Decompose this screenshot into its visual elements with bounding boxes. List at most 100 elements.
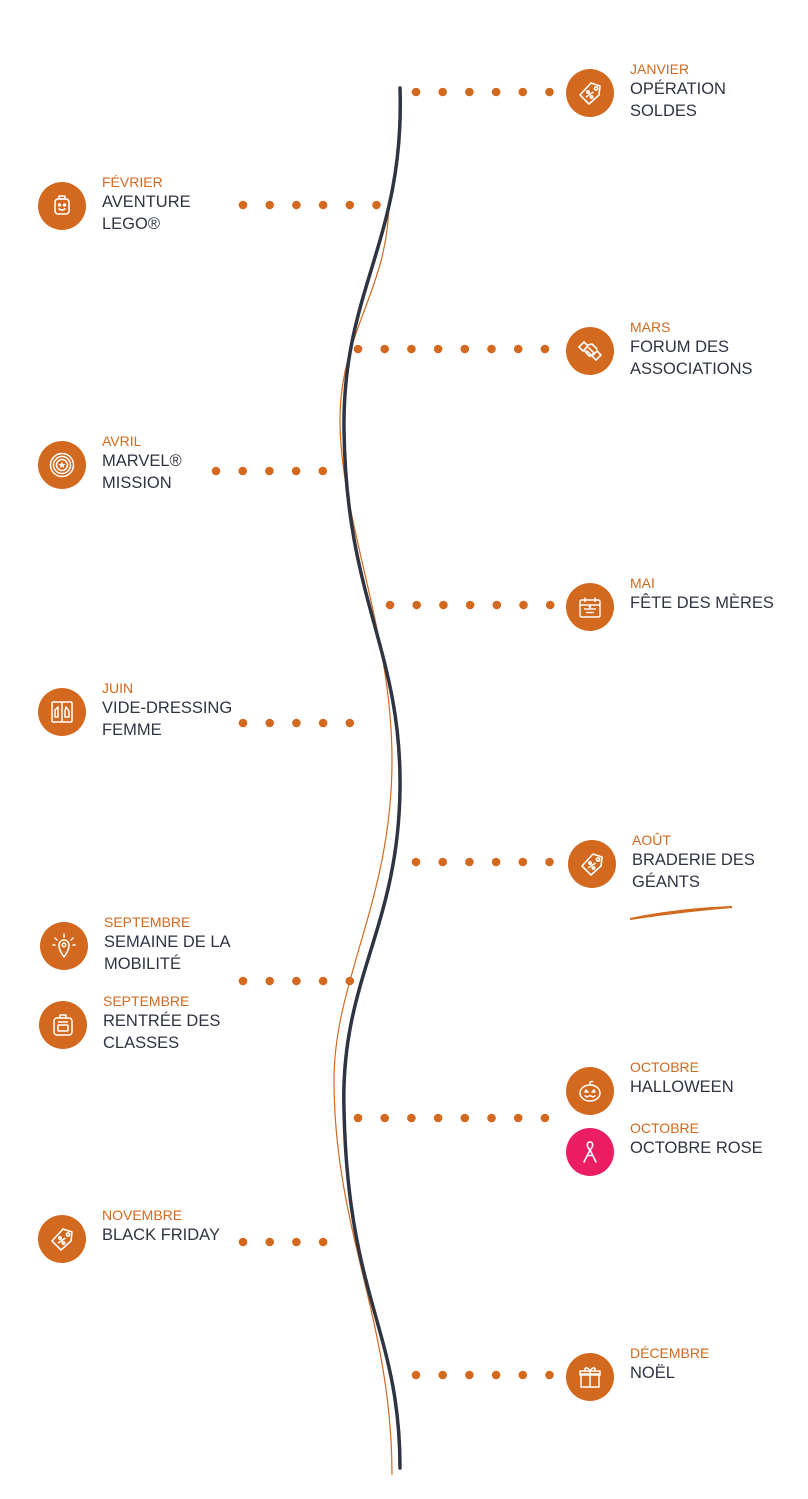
connector-dot (411, 87, 421, 97)
connector-dot (545, 1370, 554, 1380)
connector-dot (487, 1113, 496, 1123)
connector-dot (238, 200, 248, 210)
connector-dot (407, 344, 416, 354)
event-month: JANVIER (630, 61, 690, 77)
event-title: HALLOWEEN (630, 1078, 734, 1096)
connector-dot (345, 976, 355, 986)
event-month: OCTOBRE (630, 1120, 699, 1136)
event-month: FÉVRIER (102, 174, 163, 190)
gift-icon (566, 1353, 614, 1401)
event-month: SEPTEMBRE (104, 914, 191, 930)
connector-dot (433, 1113, 443, 1123)
price-tag-icon (568, 840, 616, 888)
event-title: MARVEL®MISSION (102, 452, 182, 492)
connector-dot (238, 466, 247, 476)
connector-dot (345, 718, 355, 728)
connector-dot (465, 857, 474, 867)
connector-dot (292, 200, 301, 210)
connector-dot (545, 87, 554, 97)
connector-dot (411, 857, 421, 867)
connector-dot (518, 1370, 528, 1380)
event-novembre: NOVEMBRE BLACK FRIDAY (38, 1207, 220, 1263)
connector-dot (265, 718, 275, 728)
connector-dot (438, 857, 448, 867)
lego-head-icon (38, 182, 86, 230)
connector-dot (513, 1113, 523, 1123)
connector-dot (380, 1113, 390, 1123)
event-month: NOVEMBRE (102, 1207, 183, 1223)
connector-dot (292, 976, 301, 986)
connector-dot (465, 1370, 474, 1380)
school-bag-icon (39, 1001, 87, 1049)
connector-dot (318, 200, 328, 210)
connector-dot (465, 600, 475, 610)
event-octobre-halloween: OCTOBRE HALLOWEEN (566, 1059, 734, 1115)
connector-dot (492, 600, 502, 610)
connector-dot (385, 600, 395, 610)
connector-dot (238, 718, 248, 728)
connector-dot (491, 857, 501, 867)
pink-ribbon-icon (566, 1128, 614, 1176)
price-tag-icon (38, 1215, 86, 1263)
connector-dot (519, 600, 528, 610)
event-month: AOÛT (632, 832, 671, 848)
brush-underline (630, 906, 732, 920)
shield-star-icon (38, 441, 86, 489)
connector-dot (292, 718, 301, 728)
event-month: DÉCEMBRE (630, 1345, 710, 1361)
pumpkin-icon (566, 1067, 614, 1115)
connector-dot (460, 344, 470, 354)
connector-dot (518, 857, 528, 867)
connector-dot (540, 1113, 550, 1123)
event-title: NOËL (630, 1364, 675, 1382)
event-month: MAI (630, 575, 655, 591)
connector-dot (407, 1113, 416, 1123)
connector-dot (265, 976, 275, 986)
connector-dot (465, 87, 474, 97)
connector-dot (372, 200, 381, 210)
event-month: OCTOBRE (630, 1059, 699, 1075)
connector-dot (518, 87, 528, 97)
event-month: SEPTEMBRE (103, 993, 190, 1009)
connector-dot (318, 976, 328, 986)
timeline-curve (342, 86, 403, 1470)
connector-dot (513, 344, 523, 354)
connector-dot (353, 1113, 363, 1123)
connector-dot (292, 1237, 301, 1247)
orange-curve (333, 199, 393, 1476)
event-title: BLACK FRIDAY (102, 1226, 220, 1244)
location-pin-icon (40, 922, 88, 970)
connector-dot (438, 87, 448, 97)
connector-dot (540, 344, 550, 354)
connector-dot (238, 1237, 248, 1247)
connector-dot (318, 718, 328, 728)
connector-dot (265, 200, 275, 210)
connector-dot (291, 466, 301, 476)
event-avril: AVRIL MARVEL®MISSION (38, 433, 182, 494)
connector-dot (545, 600, 555, 610)
connector-dots (211, 87, 555, 1380)
event-mai: MAI FÊTE DES MÈRES (566, 575, 774, 631)
event-month: AVRIL (102, 433, 142, 449)
event-month: MARS (630, 319, 671, 335)
handshake-icon (566, 327, 614, 375)
connector-dot (412, 600, 422, 610)
connector-dot (439, 600, 448, 610)
connector-dot (318, 466, 328, 476)
price-tag-icon (566, 69, 614, 117)
event-decembre: DÉCEMBRE NOËL (566, 1345, 709, 1401)
